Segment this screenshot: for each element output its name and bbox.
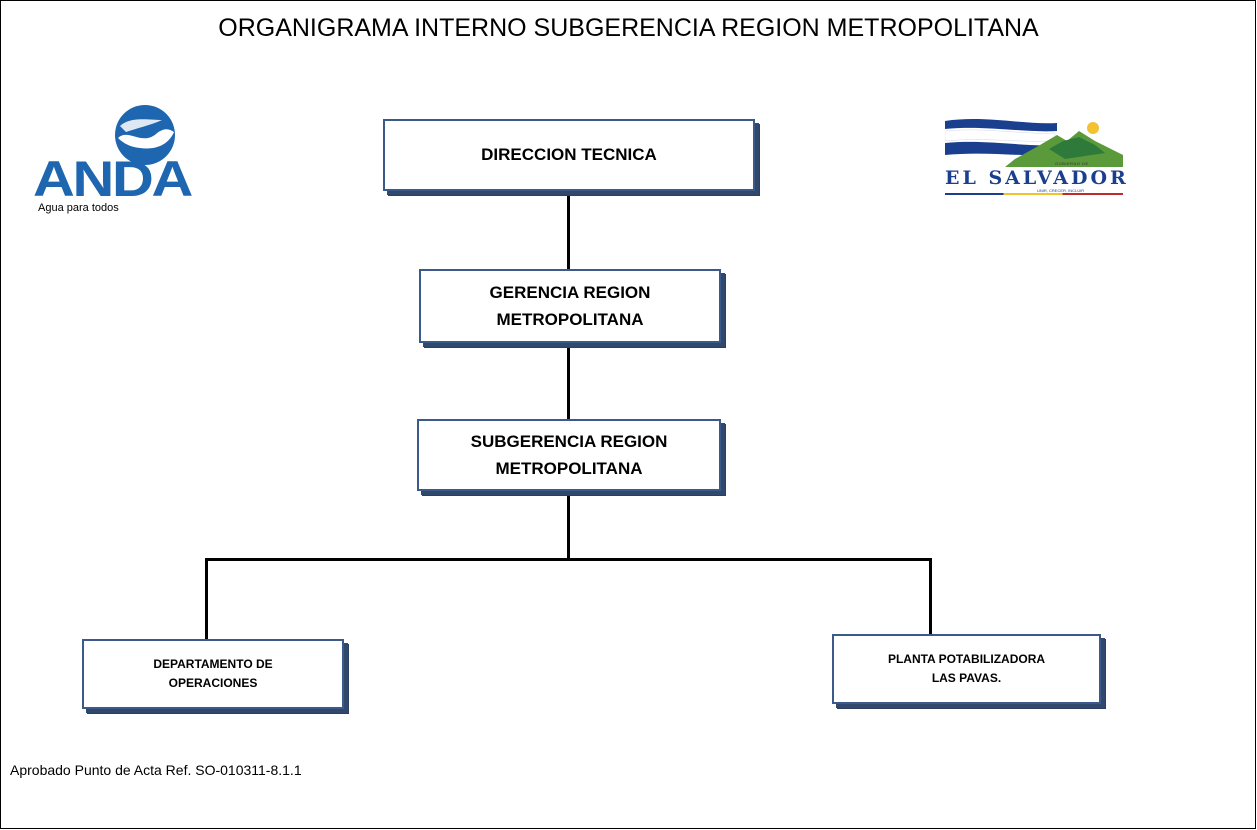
anda-tagline: Agua para todos bbox=[38, 202, 119, 214]
connector-direccion-gerencia bbox=[567, 189, 570, 270]
anda-wordmark: ANDA bbox=[33, 151, 192, 198]
connector-horizontal-bus bbox=[205, 558, 932, 561]
node-departamento-operaciones: DEPARTAMENTO DE OPERACIONES bbox=[82, 639, 344, 709]
anda-drop-icon: ANDA bbox=[33, 105, 194, 198]
node-planta-potabilizadora: PLANTA POTABILIZADORA LAS PAVAS. bbox=[832, 634, 1101, 704]
gobierno-flag-mountain-icon bbox=[945, 115, 1123, 167]
connector-subgerencia-bus bbox=[567, 490, 570, 560]
page-title: ORGANIGRAMA INTERNO SUBGERENCIA REGION M… bbox=[218, 14, 1039, 42]
connector-bus-planta bbox=[929, 558, 932, 636]
node-subgerencia-region-metropolitana: SUBGERENCIA REGION METROPOLITANA bbox=[417, 419, 721, 491]
node-gerencia-region-metropolitana: GERENCIA REGION METROPOLITANA bbox=[419, 269, 721, 343]
el-salvador-wordmark: EL SALVADOR bbox=[945, 167, 1129, 189]
approval-footer-note: Aprobado Punto de Acta Ref. SO-010311-8.… bbox=[10, 762, 302, 778]
el-salvador-logo: GOBIERNO DE EL SALVADOR UNIR, CRECER, IN… bbox=[945, 115, 1129, 195]
gobierno-tagline: UNIR, CRECER, INCLUIR bbox=[1037, 188, 1085, 193]
anda-logo: ANDA Agua para todos bbox=[30, 98, 195, 223]
connector-bus-operaciones bbox=[205, 558, 208, 640]
gobierno-small-text: GOBIERNO DE bbox=[1055, 161, 1089, 166]
connector-gerencia-subgerencia bbox=[567, 342, 570, 420]
gobierno-tricolor-underline bbox=[945, 193, 1123, 195]
node-direccion-tecnica: DIRECCION TECNICA bbox=[383, 119, 755, 191]
